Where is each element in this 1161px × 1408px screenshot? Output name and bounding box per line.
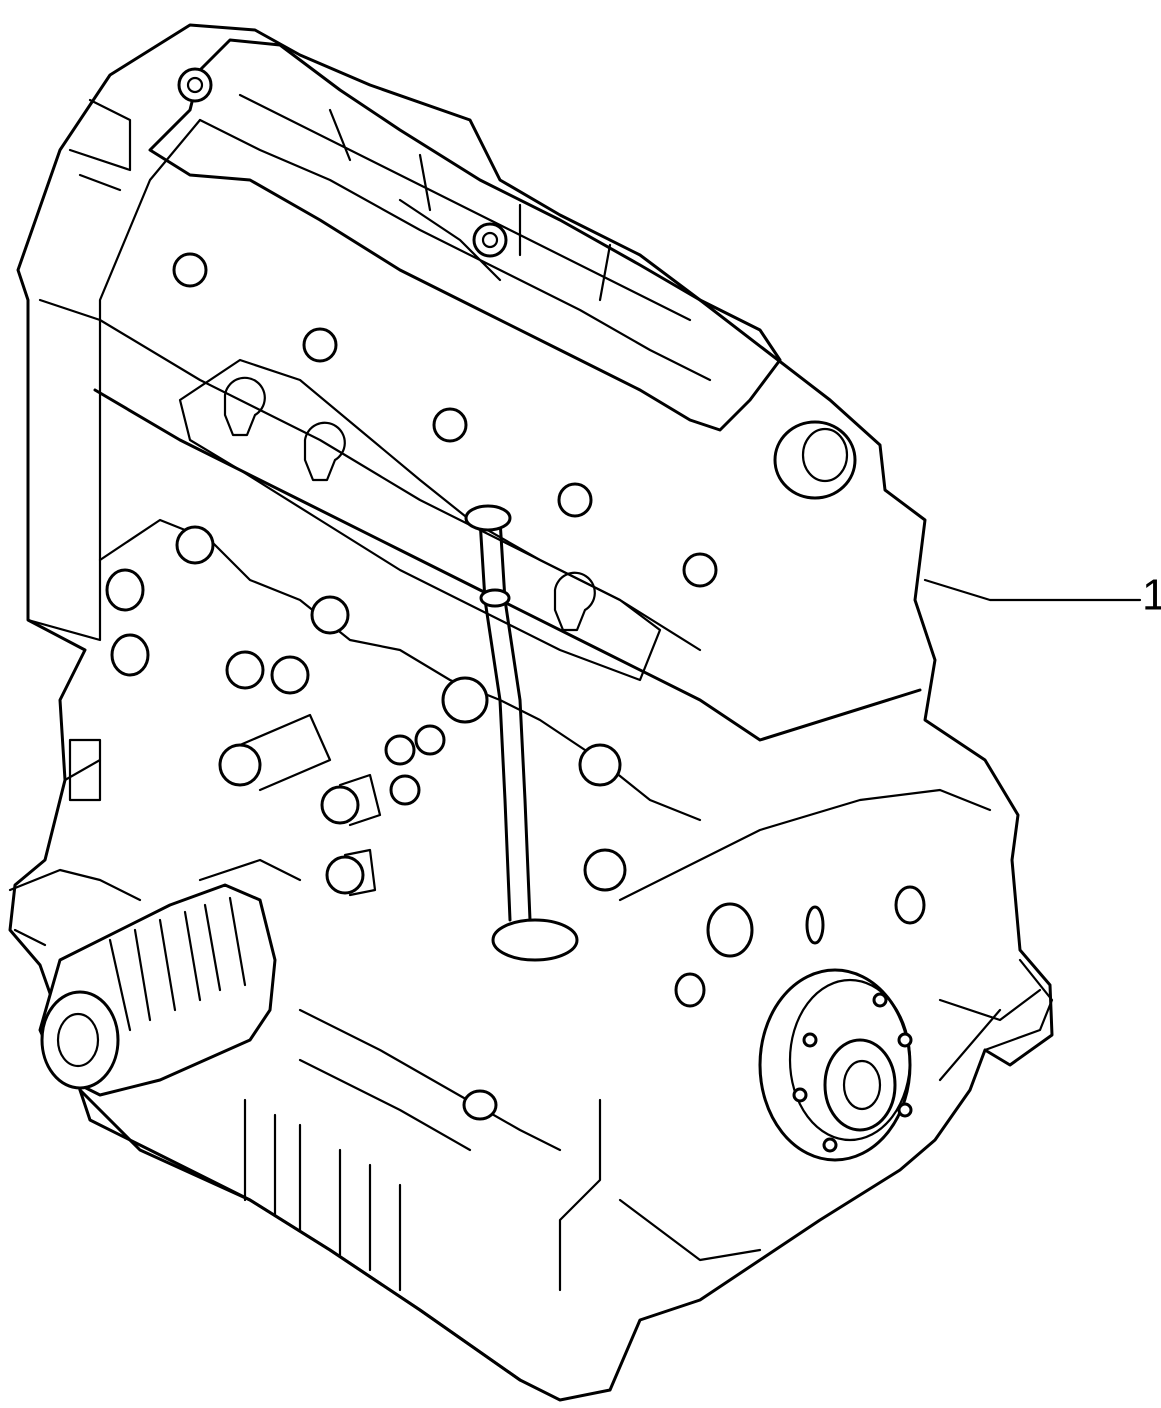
valve-cover-ribs: [198, 93, 712, 382]
valve-cover-bolt-1: [177, 67, 213, 103]
dipstick-tube: [478, 518, 532, 922]
head-bolt-2: [302, 327, 338, 363]
boss-9: [414, 724, 446, 756]
oil-pan: [78, 1088, 522, 1382]
manifold-flange: [178, 358, 662, 682]
pulley-bolt-5: [792, 1087, 808, 1103]
oil-pan-flange: [298, 1008, 562, 1152]
flange-port-2: [310, 595, 350, 635]
boss-10: [389, 774, 421, 806]
drain-plug: [462, 1089, 498, 1121]
boss-11: [583, 848, 627, 892]
timing-case-hole-2: [674, 972, 706, 1008]
oil-filter: [8, 858, 302, 1097]
valve-cover-bolt-1-inner: [186, 76, 204, 94]
pulley-bolt-2: [897, 1032, 913, 1048]
pulley-rim: [788, 978, 912, 1142]
pulley-bolt-6: [802, 1032, 818, 1048]
engine-outline: [8, 23, 1054, 1402]
timing-case-hole-3: [894, 885, 926, 925]
valve-cover-bolt-2-inner: [481, 231, 499, 249]
flange-port-3: [441, 676, 489, 724]
callout-leader: [923, 578, 1142, 602]
boss-7: [325, 855, 365, 895]
boss-3: [225, 650, 265, 690]
pulley-bolt-1: [872, 992, 888, 1008]
timing-case-hole-4: [805, 905, 825, 945]
oil-filter-end-inner: [56, 1012, 100, 1068]
pulley-bolt-4: [822, 1137, 838, 1153]
dipstick-collar: [479, 588, 511, 608]
timing-cover-left: [26, 118, 202, 642]
timing-case-hole-1: [706, 902, 754, 958]
boss-8: [384, 734, 416, 766]
head-gasket-line: [98, 318, 702, 652]
oil-filter-end: [40, 990, 120, 1090]
head-bolts: [172, 252, 718, 588]
block-bosses: [105, 568, 627, 895]
pulley-hub: [823, 1038, 897, 1132]
head-bolt-1: [172, 252, 208, 288]
manifold-port-1: [223, 376, 266, 437]
callout-number: 1: [1142, 571, 1161, 620]
boss-2: [110, 633, 150, 677]
manifold-port-3: [553, 571, 596, 632]
camshaft-plug: [773, 420, 857, 500]
timing-case-right: [558, 788, 1042, 1292]
oil-filter-mount: [8, 858, 302, 947]
boss-6: [320, 785, 360, 825]
left-cover-tabs: [38, 98, 132, 322]
oil-pan-ribs: [243, 1098, 402, 1292]
block-pipes: [238, 713, 382, 897]
camshaft-plug-face: [801, 427, 849, 483]
dipstick-base: [491, 918, 579, 962]
boss-5: [218, 743, 262, 787]
mount-foot-right: [938, 958, 1054, 1082]
head-bolt-4: [557, 482, 593, 518]
flange-port-1: [175, 525, 215, 565]
pulley-bolt-3: [897, 1102, 913, 1118]
oil-filter-flutes: [108, 896, 247, 1032]
head-bolt-5: [682, 552, 718, 588]
dipstick-handle: [464, 504, 512, 532]
crankshaft-pulley: [758, 968, 913, 1162]
head-bolt-3: [432, 407, 468, 443]
valve-cover: [148, 38, 782, 432]
pulley-hub-inner: [842, 1059, 882, 1111]
manifold-port-2: [303, 421, 346, 482]
boss-1: [105, 568, 145, 612]
valve-cover-bolt-2: [472, 222, 508, 258]
mount-foot-left: [43, 738, 102, 862]
manifold-ports: [223, 376, 596, 632]
flange-port-4: [578, 743, 622, 787]
boss-4: [270, 655, 310, 695]
